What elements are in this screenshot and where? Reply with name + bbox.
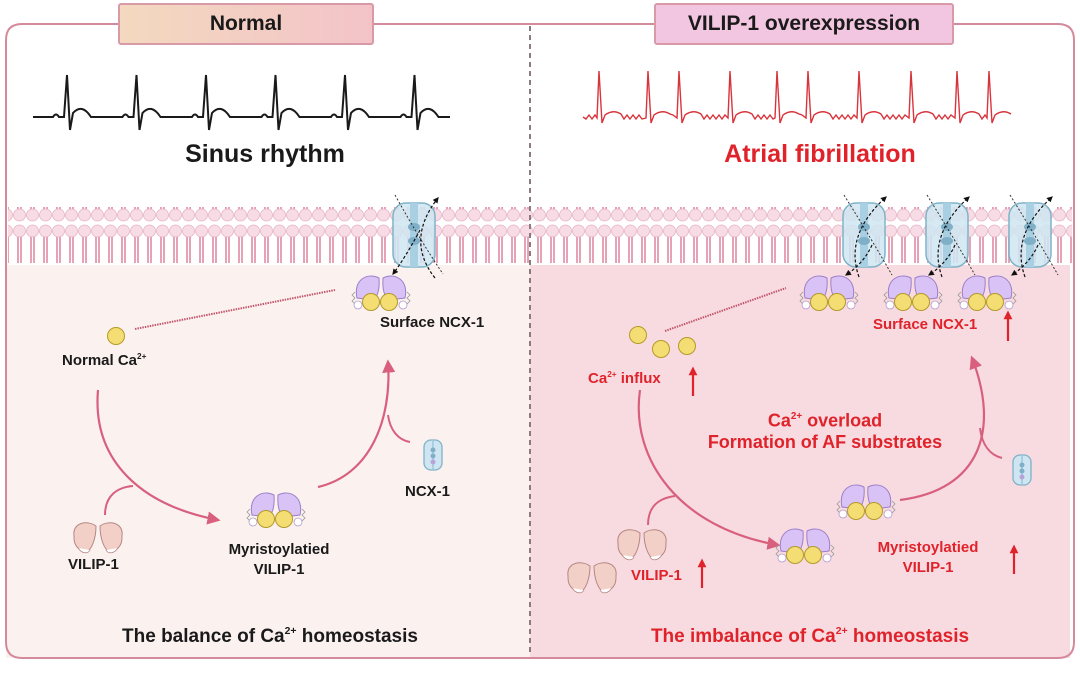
label-ca-overload-post: overload	[802, 410, 883, 431]
header-normal-label: Normal	[209, 12, 283, 35]
label-normal-ca-sup: 2+	[137, 352, 147, 361]
footer-balance-sup: 2+	[284, 626, 297, 638]
ncx1-exchanger-right	[1012, 454, 1032, 486]
footer-imbalance: The imbalance of Ca2+ homeostasis	[590, 626, 1030, 648]
calcium-ion-right-2	[652, 340, 670, 358]
calcium-ion-right-1	[629, 326, 647, 344]
label-surface-ncx1-right: Surface NCX-1	[873, 316, 978, 333]
calcium-ion-left	[107, 327, 125, 345]
label-surface-ncx1-left: Surface NCX-1	[380, 314, 485, 331]
pathway-arrow-ca-to-myr-right	[637, 389, 781, 550]
vilip-join-curve-right	[647, 495, 676, 526]
label-myr-vilip1-left-line2: VILIP-1	[253, 561, 305, 578]
ecg-af-trace	[582, 70, 1012, 124]
footer-balance: The balance of Ca2+ homeostasis	[60, 626, 480, 648]
ncx-join-curve-right	[979, 427, 1003, 459]
label-myr-vilip1-left-line1: Myristoylatied	[228, 541, 330, 558]
label-ca-overload-pre: Ca	[767, 410, 791, 431]
label-myr-vilip1-left: Myristoylatied VILIP-1	[214, 540, 344, 580]
ncx1-exchanger-left	[423, 439, 443, 471]
label-ca-overload-line1: Ca2+ overload	[660, 406, 990, 431]
label-ca-overload: Ca2+ overload Formation of AF substrates	[660, 406, 990, 453]
pathway-arrow-myr-to-surface-right	[899, 355, 986, 502]
label-ca-influx-post: influx	[616, 370, 661, 388]
label-vilip1-left: VILIP-1	[68, 556, 119, 573]
header-normal: Normal	[118, 3, 374, 45]
ca-binding-dotted-line-left	[134, 289, 336, 330]
label-normal-ca-text: Normal Ca	[62, 352, 138, 370]
cell-membrane	[8, 207, 1072, 263]
footer-imbalance-sup: 2+	[835, 626, 848, 638]
outer-frame	[5, 23, 1075, 659]
pathway-arrow-ca-to-myr-left	[96, 389, 221, 525]
vilip-join-curve-left	[104, 485, 134, 516]
footer-balance-post: homeostasis	[296, 626, 418, 647]
label-ca-overload-sup: 2+	[790, 411, 803, 422]
label-myr-vilip1-right: Myristoylatied VILIP-1	[858, 538, 998, 578]
label-ncx1-left: NCX-1	[405, 483, 451, 500]
label-myr-vilip1-right-line2: VILIP-1	[902, 559, 954, 576]
panel-left-bg	[6, 24, 530, 658]
footer-balance-pre: The balance of Ca	[122, 626, 285, 647]
label-ca-influx: Ca2+ influx	[588, 370, 661, 387]
header-vilip-overexpression: VILIP-1 overexpression	[654, 3, 954, 45]
ncx1-surface-exchanger-left	[392, 194, 444, 279]
label-normal-ca: Normal Ca2+	[62, 352, 146, 369]
calcium-ion-right-3	[678, 337, 696, 355]
label-sinus-rhythm: Sinus rhythm	[185, 140, 345, 168]
label-ca-influx-sup: 2+	[607, 370, 617, 379]
footer-imbalance-post: homeostasis	[847, 626, 970, 647]
pathway-arrow-myr-to-surface-left	[317, 359, 396, 489]
ecg-sinus-trace	[33, 74, 450, 131]
label-af-substrates: Formation of AF substrates	[707, 432, 943, 453]
label-vilip1-right: VILIP-1	[631, 567, 682, 584]
header-vilip-overexpression-label: VILIP-1 overexpression	[687, 12, 921, 35]
ncx1-surface-exchangers-right	[842, 194, 1059, 278]
label-myr-vilip1-right-line1: Myristoylatied	[877, 539, 979, 556]
footer-imbalance-pre: The imbalance of Ca	[650, 626, 836, 647]
label-ca-influx-pre: Ca	[588, 370, 608, 388]
ca-binding-dotted-line-right	[664, 287, 787, 332]
ncx-join-curve-left	[387, 414, 411, 443]
label-atrial-fibrillation: Atrial fibrillation	[724, 140, 916, 168]
